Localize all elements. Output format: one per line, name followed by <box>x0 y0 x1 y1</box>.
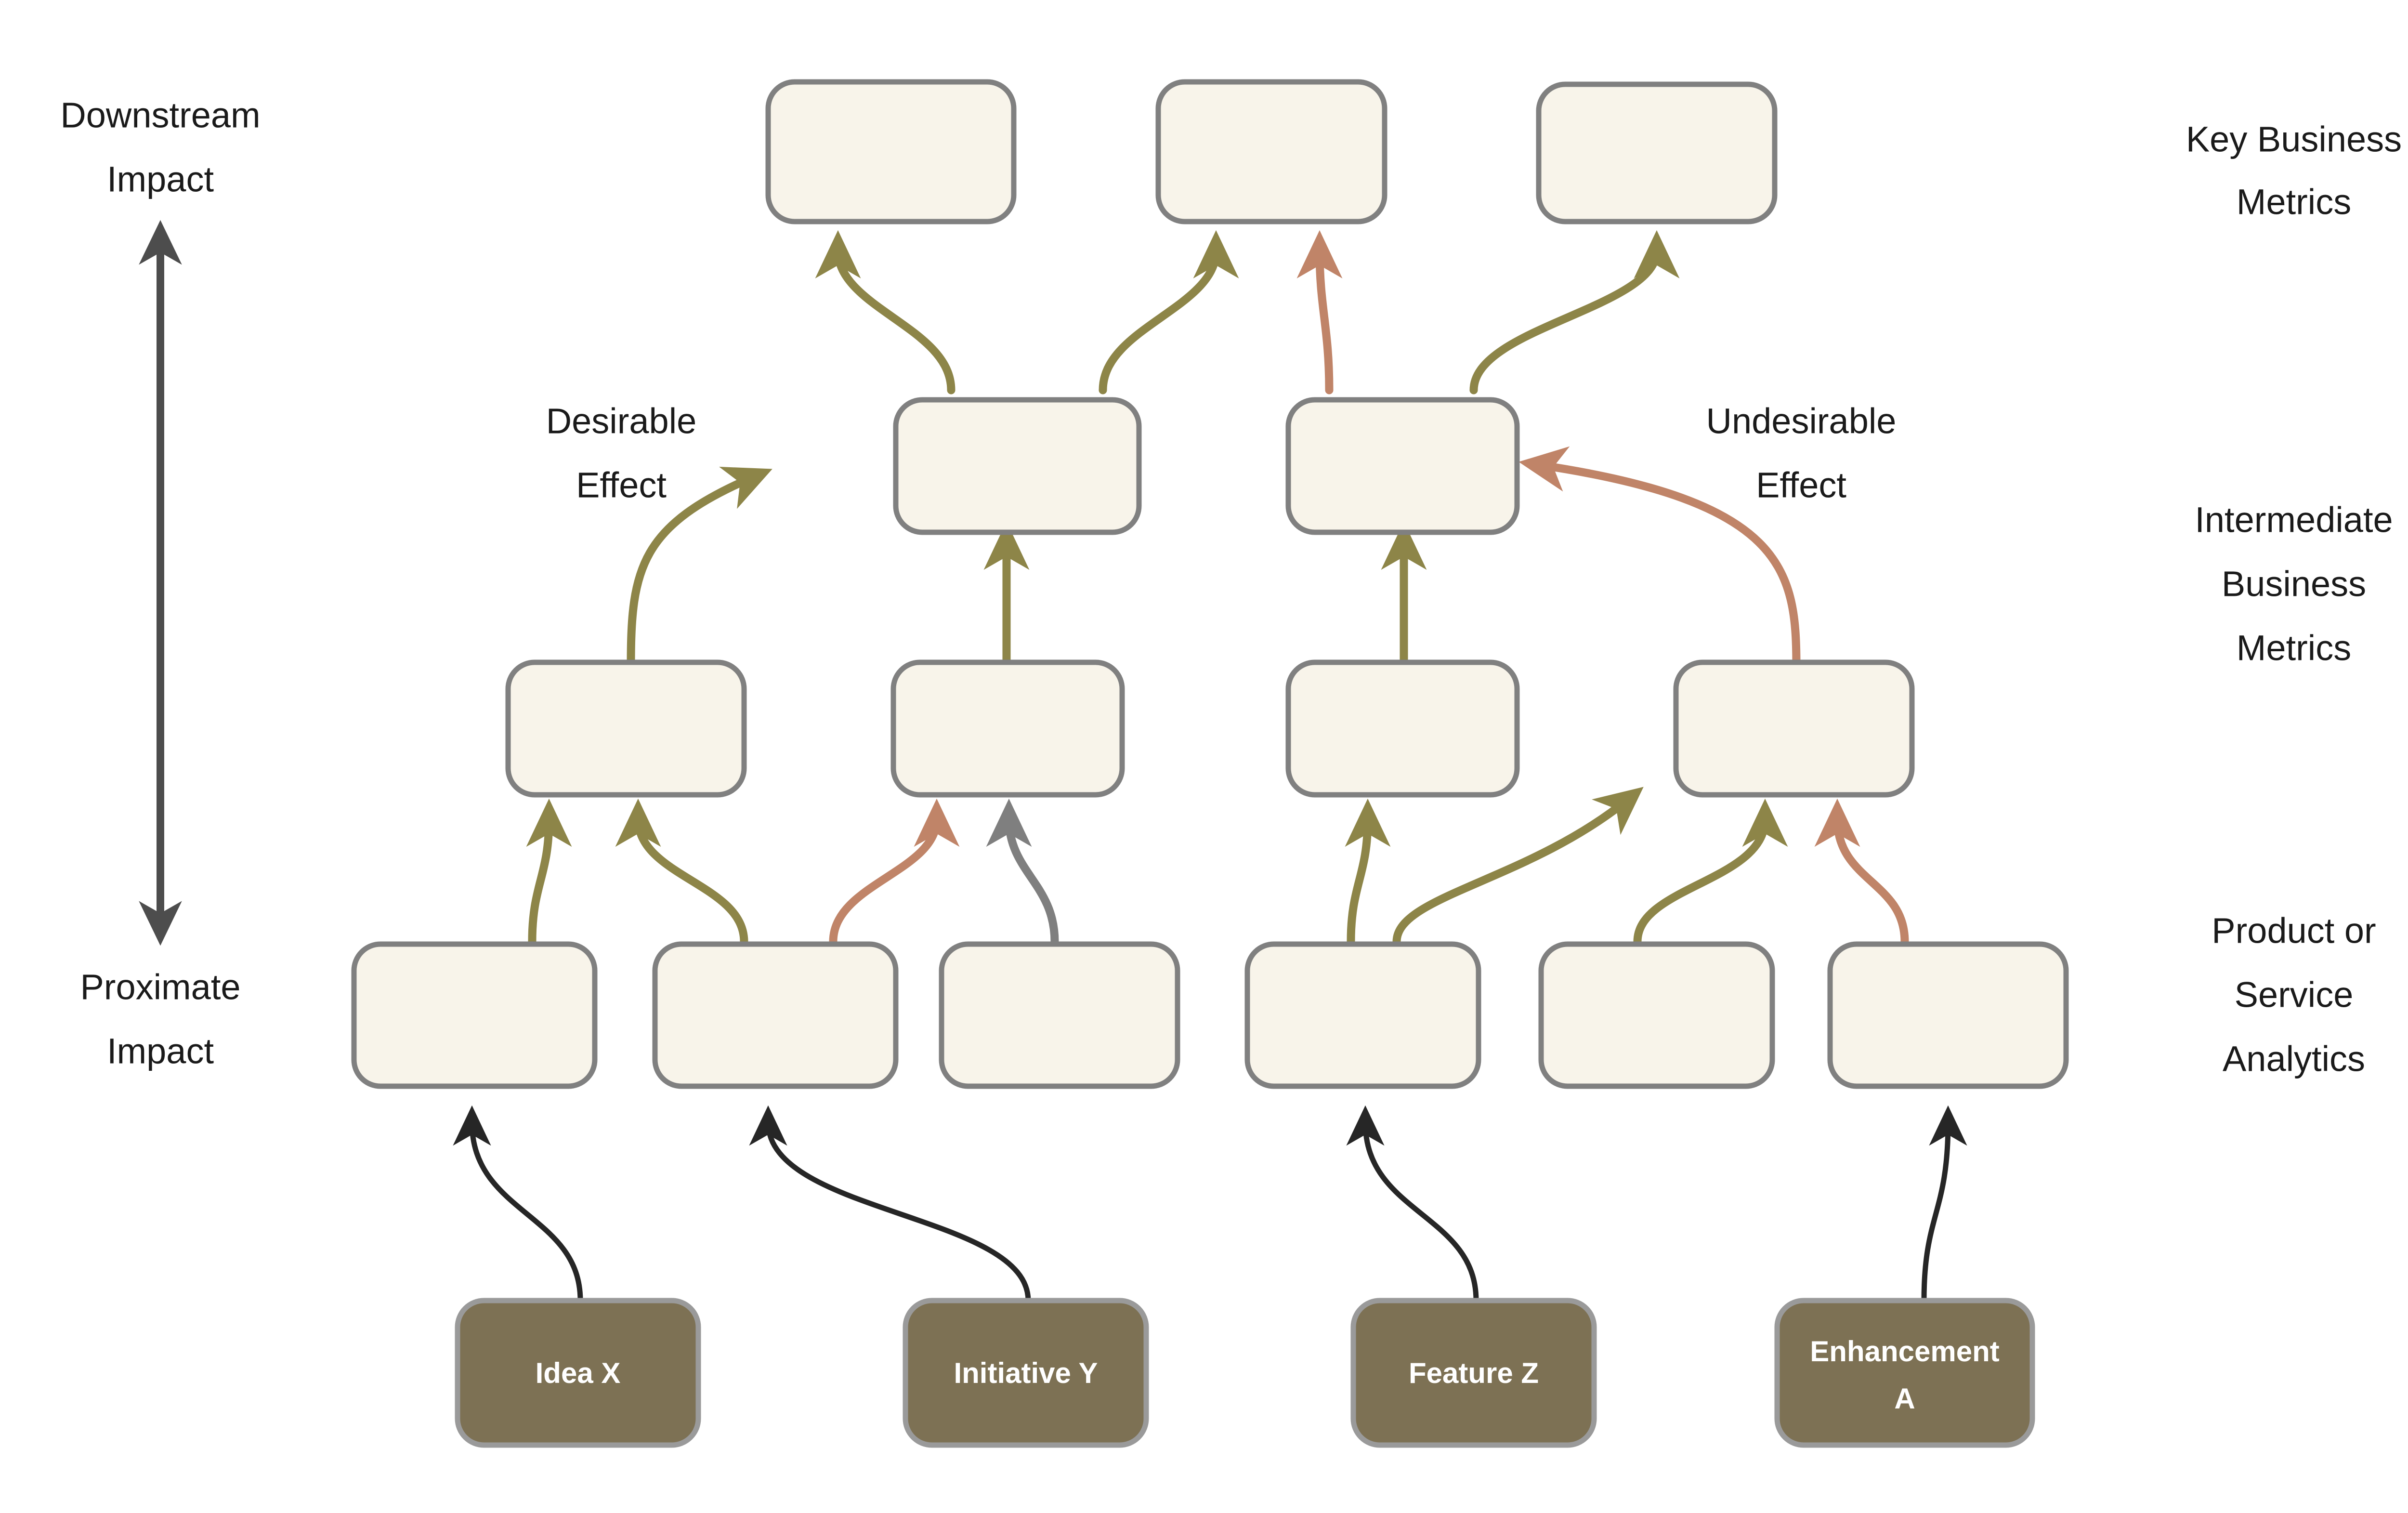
metric-box-psa-1[interactable] <box>505 659 747 798</box>
initiative-idea-x[interactable]: Idea X <box>455 1298 701 1448</box>
tier-label-line1: Key Business <box>2186 119 2402 159</box>
tier-label-intermediate-business-metrics: Intermediate Business Metrics <box>2195 500 2393 668</box>
impact-axis: Downstream Impact Proximate Impact <box>60 95 260 1071</box>
initiative-label-idea-x: Idea X <box>536 1357 621 1389</box>
tier-label-line1: Intermediate <box>2195 500 2393 540</box>
row-product-service-analytics <box>505 659 1915 798</box>
edges-initiatives-to-analytics <box>453 1105 1967 1303</box>
initiative-label-enhancement-a-line2: A <box>1894 1382 1915 1415</box>
edge-ibm-1-to-kbm-2 <box>1099 230 1239 395</box>
metric-box-an-5[interactable] <box>1538 941 1775 1089</box>
tier-label-line3: Metrics <box>2237 628 2351 668</box>
tier-label-product-or-service-analytics: Product or Service Analytics <box>2212 911 2376 1079</box>
edge-enhancement-a-to-an-6 <box>1921 1105 1967 1303</box>
metric-box-kbm-2[interactable] <box>1155 79 1387 224</box>
axis-bottom-label-line1: Proximate <box>80 967 240 1007</box>
tier-label-line3: Analytics <box>2223 1039 2365 1079</box>
initiative-box-enhancement-a[interactable] <box>1774 1298 2035 1448</box>
metric-box-an-2[interactable] <box>652 941 899 1089</box>
undesirable-effect-label-line2: Effect <box>1756 465 1846 505</box>
metric-box-an-4[interactable] <box>1244 941 1481 1089</box>
initiative-initiative-y[interactable]: Initiative Y <box>903 1298 1149 1448</box>
initiative-label-feature-z: Feature Z <box>1409 1357 1539 1389</box>
edge-psa-4-to-ibm-2 <box>1518 446 1801 669</box>
edge-ibm-2-to-kbm-3 <box>1469 230 1680 395</box>
edge-ibm-2-to-kbm-2 <box>1296 230 1343 395</box>
metric-box-ibm-2[interactable] <box>1285 397 1520 535</box>
metric-box-an-3[interactable] <box>939 941 1180 1089</box>
edge-an-4-to-psa-4 <box>1392 787 1644 946</box>
initiative-box-idea-x[interactable] <box>455 1298 701 1448</box>
edge-an-2-to-psa-1 <box>615 798 748 946</box>
annotation-undesirable-effect: Undesirable Effect <box>1706 401 1897 505</box>
edge-an-2-to-psa-2 <box>829 798 960 946</box>
axis-top-label-line1: Downstream <box>60 95 260 135</box>
edge-idea-x-to-an-1 <box>453 1105 583 1303</box>
metric-box-an-6[interactable] <box>1827 941 2069 1089</box>
undesirable-effect-label-line1: Undesirable <box>1706 401 1897 441</box>
initiative-label-enhancement-a-line1: Enhancement <box>1810 1335 1999 1368</box>
initiative-box-initiative-y[interactable] <box>903 1298 1149 1448</box>
row-initiatives: Idea X Initiative Y Feature Z Enhancemen… <box>455 1298 2035 1448</box>
desirable-effect-label-line2: Effect <box>576 465 667 505</box>
metric-box-psa-2[interactable] <box>890 659 1125 798</box>
axis-top-label-line2: Impact <box>107 159 214 199</box>
edges-psa-to-ibm <box>627 446 1801 669</box>
initiative-label-initiative-y: Initiative Y <box>954 1357 1098 1389</box>
row-intermediate-business-metrics <box>893 397 1520 535</box>
tier-label-line2: Business <box>2222 564 2366 604</box>
tier-label-line2: Metrics <box>2237 182 2351 222</box>
metric-box-ibm-1[interactable] <box>893 397 1142 535</box>
edge-feature-z-to-an-4 <box>1346 1105 1479 1303</box>
edge-psa-1-to-ibm-1 <box>627 467 772 669</box>
tier-label-line2: Service <box>2235 975 2354 1015</box>
desirable-effect-label-line1: Desirable <box>546 401 697 441</box>
row-key-business-metrics <box>765 79 1778 224</box>
axis-bottom-label-line2: Impact <box>107 1031 214 1071</box>
edge-an-6-to-psa-4 <box>1814 798 1909 946</box>
annotation-desirable-effect: Desirable Effect <box>546 401 697 505</box>
metric-box-kbm-3[interactable] <box>1536 81 1778 224</box>
metric-box-an-1[interactable] <box>351 941 598 1089</box>
edges-analytics-to-psa <box>526 787 1909 946</box>
tier-label-key-business-metrics: Key Business Metrics <box>2186 119 2402 222</box>
row-analytics <box>351 941 2069 1089</box>
initiative-enhancement-a[interactable]: Enhancement A <box>1774 1298 2035 1448</box>
edge-ibm-1-to-kbm-1 <box>815 230 955 395</box>
edge-an-5-to-psa-4 <box>1633 798 1788 946</box>
edge-an-4-to-psa-3 <box>1345 798 1391 946</box>
edge-an-1-to-psa-1 <box>526 798 572 946</box>
metric-box-psa-4[interactable] <box>1673 659 1915 798</box>
metric-box-psa-3[interactable] <box>1285 659 1520 798</box>
edge-an-3-to-psa-2 <box>986 798 1059 946</box>
tier-label-line1: Product or <box>2212 911 2376 951</box>
metric-box-kbm-1[interactable] <box>765 79 1017 224</box>
initiative-box-feature-z[interactable] <box>1350 1298 1597 1448</box>
edges-ibm-to-kbm <box>815 230 1680 395</box>
initiative-feature-z[interactable]: Feature Z <box>1350 1298 1597 1448</box>
edge-initiative-y-to-an-2 <box>749 1105 1031 1303</box>
